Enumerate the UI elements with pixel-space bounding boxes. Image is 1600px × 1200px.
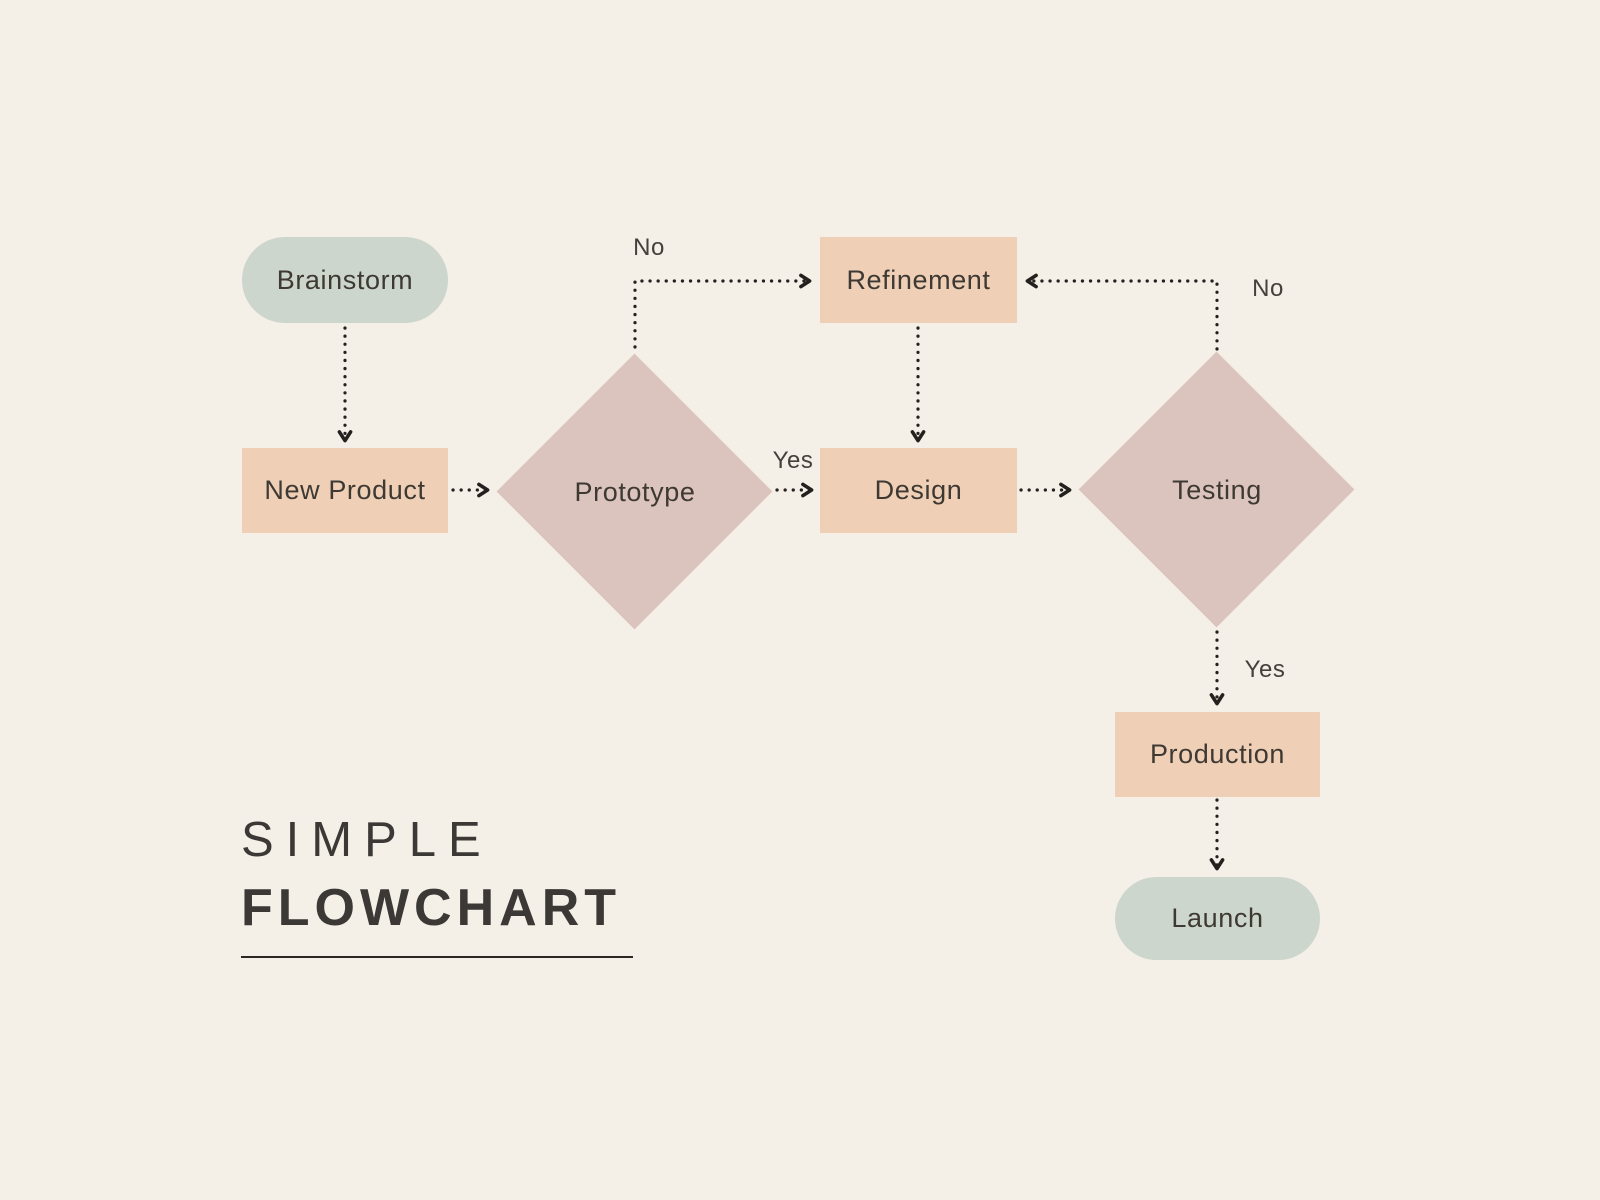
- title-line1: SIMPLE: [241, 813, 493, 867]
- node-production-label: Production: [1149, 739, 1286, 769]
- title-line2: FLOWCHART: [241, 879, 622, 937]
- node-brainstorm: Brainstorm: [242, 237, 448, 323]
- node-refinement: Refinement: [820, 237, 1017, 323]
- edge-label-prototype-yes: Yes: [772, 447, 814, 474]
- edge-testing-to-refinement-no: [1025, 273, 1219, 351]
- node-testing-label: Testing: [1172, 474, 1262, 505]
- node-new-product-label: New Product: [264, 475, 426, 505]
- node-launch-label: Launch: [1171, 903, 1264, 933]
- edge-label-testing-yes: Yes: [1244, 656, 1286, 683]
- node-production: Production: [1115, 712, 1320, 797]
- node-refinement-label: Refinement: [846, 264, 991, 295]
- edge-label-prototype-no: No: [633, 234, 665, 261]
- node-brainstorm-label: Brainstorm: [276, 264, 414, 295]
- title-underline: [241, 956, 633, 958]
- node-launch: Launch: [1115, 877, 1320, 960]
- node-prototype-label: Prototype: [574, 476, 696, 507]
- node-new-product: New Product: [242, 448, 448, 533]
- node-design: Design: [820, 448, 1017, 533]
- title-block: SIMPLE FLOWCHART: [241, 813, 622, 937]
- edge-prototype-to-refinement-no: [633, 273, 812, 349]
- node-design-label: Design: [874, 475, 963, 505]
- edge-label-testing-no: No: [1252, 275, 1284, 302]
